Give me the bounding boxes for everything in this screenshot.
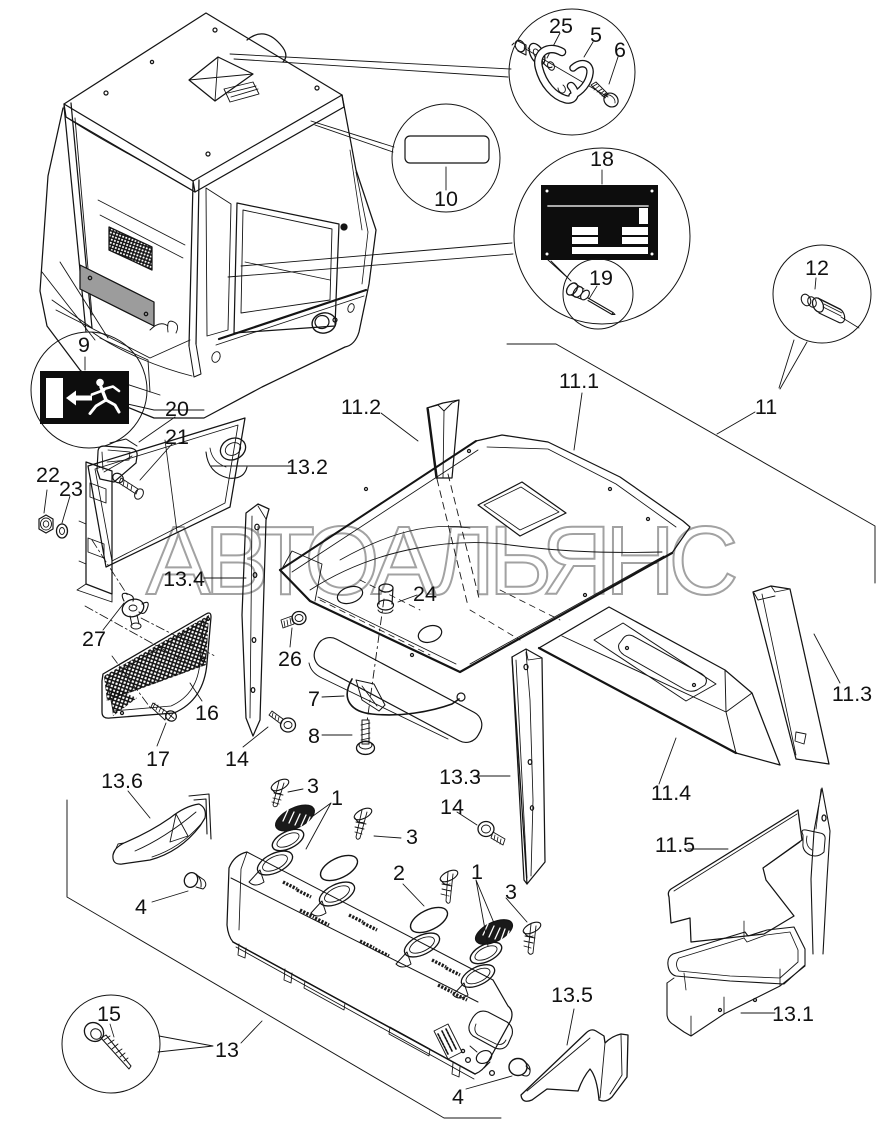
svg-text:15: 15 [97,1002,121,1026]
svg-text:3: 3 [307,774,319,798]
svg-text:13.1: 13.1 [772,1002,814,1026]
svg-text:22: 22 [36,463,60,487]
svg-text:13.6: 13.6 [101,769,143,793]
svg-text:13.4: 13.4 [163,567,205,591]
svg-text:14: 14 [225,747,249,771]
svg-text:6: 6 [614,38,626,62]
svg-text:11: 11 [755,395,777,419]
svg-text:13: 13 [215,1038,239,1062]
svg-text:АВТОАЛЬЯНС: АВТОАЛЬЯНС [146,506,736,615]
svg-text:14: 14 [440,795,464,819]
svg-text:23: 23 [59,477,83,501]
svg-text:12: 12 [805,256,829,280]
svg-text:5: 5 [590,23,602,47]
svg-text:26: 26 [278,647,302,671]
svg-text:11.3: 11.3 [832,682,872,706]
svg-text:20: 20 [165,397,189,421]
svg-text:13.3: 13.3 [439,765,481,789]
svg-text:3: 3 [406,825,418,849]
svg-text:21: 21 [165,425,189,449]
svg-text:4: 4 [452,1085,464,1109]
svg-text:9: 9 [78,333,90,357]
svg-text:17: 17 [146,747,170,771]
svg-text:8: 8 [308,724,320,748]
svg-text:24: 24 [413,582,437,606]
svg-text:11.5: 11.5 [655,833,695,857]
svg-text:18: 18 [590,147,614,171]
svg-text:13.2: 13.2 [286,455,328,479]
svg-text:2: 2 [393,861,405,885]
svg-text:25: 25 [549,14,573,38]
svg-text:19: 19 [589,266,613,290]
svg-text:1: 1 [331,786,343,810]
svg-text:3: 3 [505,880,517,904]
svg-text:11.2: 11.2 [341,395,381,419]
svg-text:11.1: 11.1 [559,369,599,393]
svg-text:10: 10 [434,187,458,211]
svg-text:16: 16 [195,701,219,725]
svg-text:11.4: 11.4 [651,781,691,805]
svg-text:4: 4 [135,895,147,919]
svg-text:1: 1 [471,860,483,884]
svg-text:13.5: 13.5 [551,983,593,1007]
svg-text:7: 7 [308,687,320,711]
svg-text:27: 27 [82,627,106,651]
